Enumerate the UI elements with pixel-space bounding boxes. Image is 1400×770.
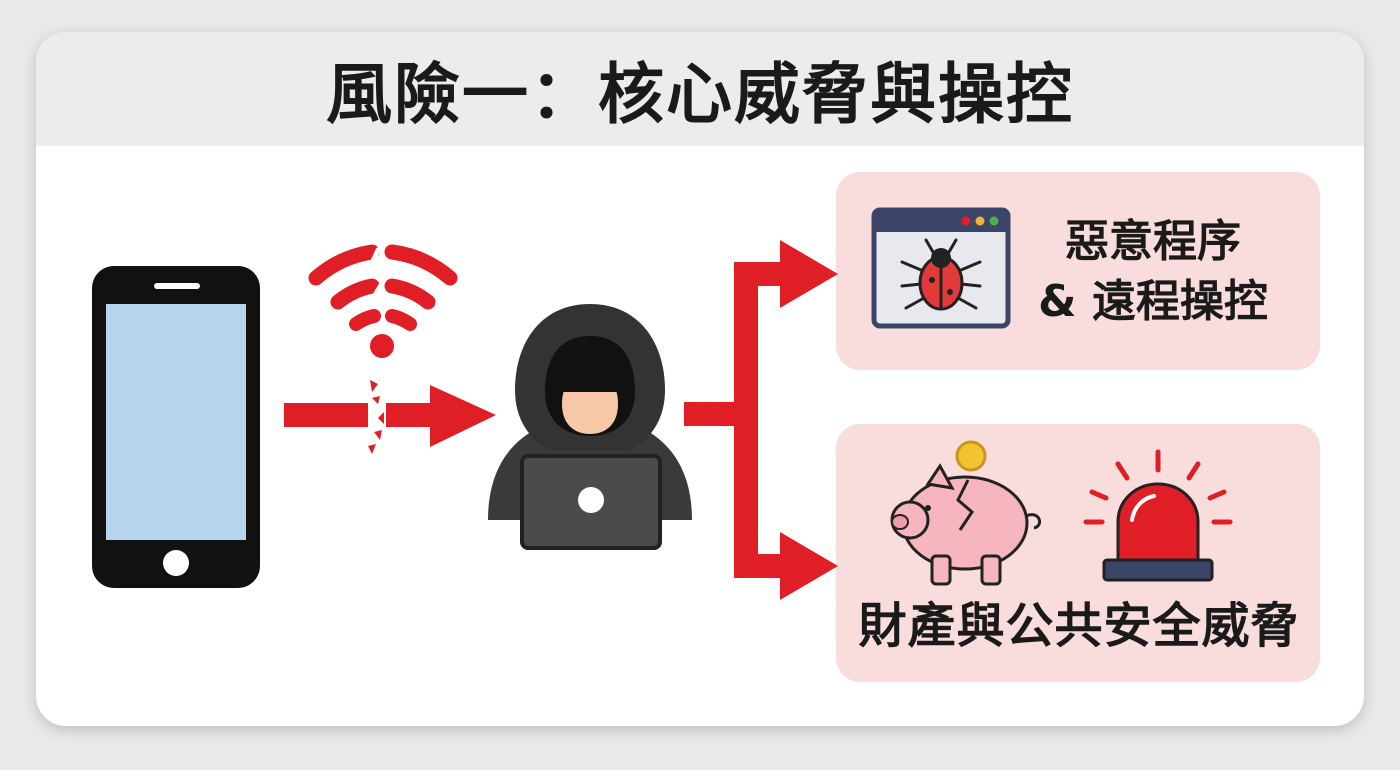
- title-bar: 風險一：核心威脅與操控: [36, 32, 1364, 146]
- diagram-title: 風險一：核心威脅與操控: [326, 56, 1074, 133]
- threat-panel-label: 財產與公共安全威脅: [858, 598, 1300, 654]
- malware-panel-label: 惡意程序 & 遠程操控: [1028, 212, 1278, 332]
- broken-wifi-icon: [308, 244, 458, 358]
- coin-icon: [955, 440, 987, 472]
- branch-arrows: [684, 240, 838, 600]
- laptop-icon: [520, 454, 662, 550]
- malware-label-line1: 惡意程序: [1065, 216, 1241, 267]
- siren-icon: [1083, 449, 1233, 582]
- broken-piggy-bank-icon: [890, 463, 1042, 586]
- bug-browser-icon: [871, 207, 1011, 329]
- broken-arrow: [284, 380, 496, 454]
- malware-label-line2: & 遠程操控: [1038, 276, 1268, 327]
- smartphone-icon: [92, 266, 260, 588]
